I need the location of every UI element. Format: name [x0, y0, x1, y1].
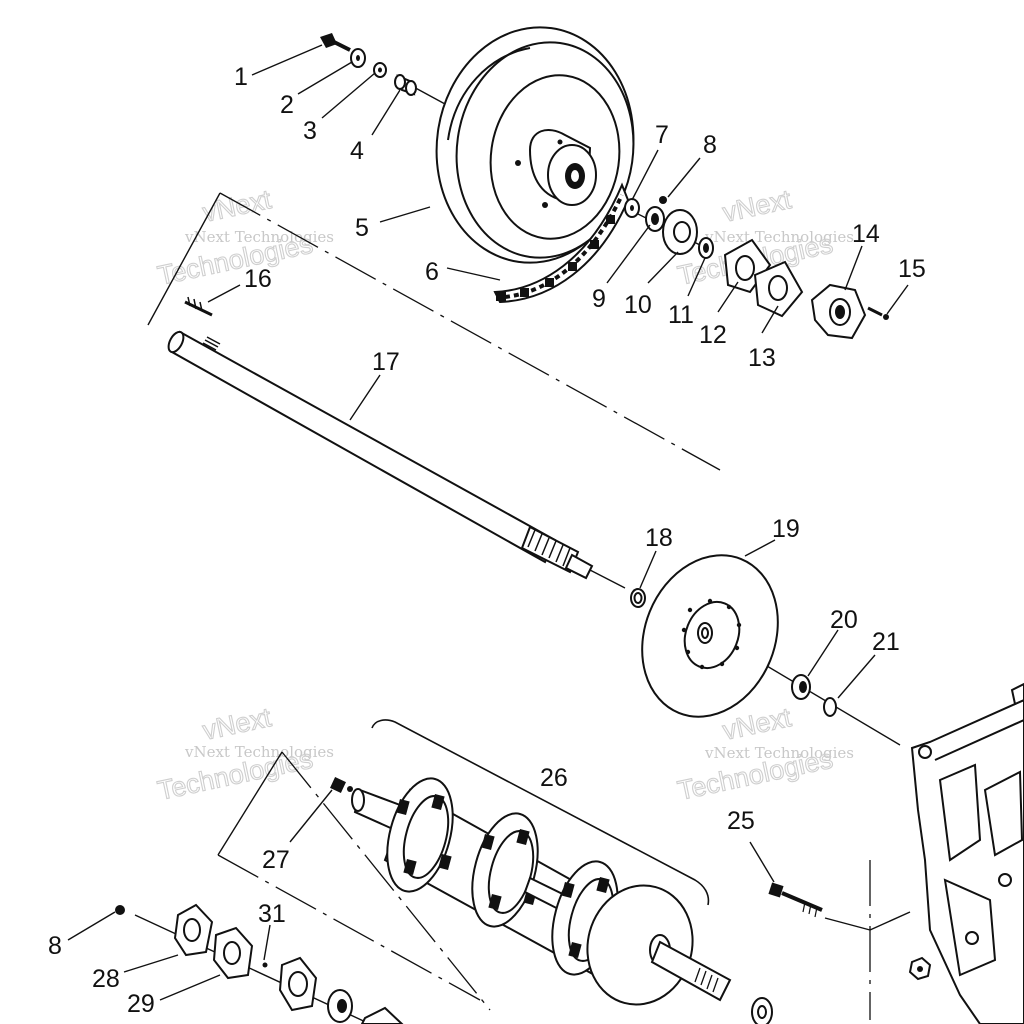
part-number-labels: 1 2 3 4 5 6 7 8 9 10 11 12 13 14 15 16 1…	[48, 63, 926, 1018]
part-screw-27	[330, 777, 353, 793]
part-cam-hub	[810, 283, 867, 340]
label-19: 19	[772, 515, 800, 543]
label-12: 12	[699, 321, 727, 349]
part-washer	[350, 48, 366, 68]
part-pulley	[435, 26, 635, 264]
part-nut-bottom	[115, 905, 125, 915]
label-18: 18	[645, 524, 673, 552]
svg-text:vNext Technologies: vNext Technologies	[704, 228, 854, 246]
part-lock-washer	[373, 62, 387, 78]
svg-text:vNext: vNext	[200, 702, 274, 746]
part-nut	[659, 196, 667, 204]
label-4: 4	[350, 137, 364, 165]
label-31: 31	[258, 900, 286, 928]
part-bearing	[645, 206, 665, 232]
part-brake-disc	[641, 554, 779, 718]
leader-lines	[67, 44, 909, 1001]
watermark-bottom-right: vNext vNext Technologies Technologies	[674, 702, 854, 807]
label-21: 21	[872, 628, 900, 656]
label-10: 10	[624, 291, 652, 319]
part-screw	[867, 306, 889, 320]
label-11: 11	[668, 301, 694, 329]
part-spacer	[394, 74, 417, 96]
part-bolt	[320, 33, 351, 52]
label-29: 29	[127, 990, 155, 1018]
part-chaincase	[910, 682, 1024, 1024]
part-o-ring-21	[823, 697, 837, 717]
part-flange-bottom	[360, 1006, 404, 1024]
part-bearing-bottom	[327, 989, 353, 1023]
part-flange-plate	[662, 209, 698, 255]
label-13: 13	[748, 344, 776, 372]
part-flange-28	[173, 903, 214, 957]
label-28: 28	[92, 965, 120, 993]
part-nut-chaincase	[908, 956, 932, 981]
part-flange-31	[278, 956, 318, 1012]
label-2: 2	[280, 91, 294, 119]
svg-text:vNext Technologies: vNext Technologies	[184, 743, 334, 761]
label-26: 26	[540, 764, 568, 792]
svg-text:vNext: vNext	[720, 702, 794, 746]
label-5: 5	[355, 214, 369, 242]
label-7: 7	[655, 121, 669, 149]
label-8: 8	[703, 131, 717, 159]
part-bushing	[698, 237, 714, 259]
part-flange-29	[212, 926, 254, 980]
label-3: 3	[303, 117, 317, 145]
svg-text:vNext: vNext	[200, 184, 274, 228]
centerlines	[134, 84, 911, 1024]
watermark-bottom-left: vNext vNext Technologies Technologies	[154, 702, 334, 807]
svg-text:vNext Technologies: vNext Technologies	[184, 228, 334, 246]
label-27: 27	[262, 846, 290, 874]
part-pin	[184, 296, 213, 317]
label-9: 9	[592, 285, 606, 313]
label-1: 1	[234, 63, 248, 91]
label-20: 20	[830, 606, 858, 634]
label-14: 14	[852, 220, 880, 248]
label-8-bottom: 8	[48, 932, 62, 960]
part-bearing-20	[791, 674, 811, 700]
label-16: 16	[244, 265, 272, 293]
part-pin-31	[262, 962, 268, 968]
part-o-ring	[630, 588, 646, 608]
svg-text:vNext: vNext	[720, 184, 794, 228]
part-bearing-housing	[753, 260, 804, 318]
label-6: 6	[425, 258, 439, 286]
part-bolt-25	[768, 882, 823, 918]
label-15: 15	[898, 255, 926, 283]
label-25: 25	[727, 807, 755, 835]
svg-text:vNext Technologies: vNext Technologies	[704, 744, 854, 762]
part-sprocket-assembly	[351, 719, 732, 1006]
part-washer-bottom	[751, 997, 773, 1024]
label-17: 17	[372, 348, 400, 376]
part-shaft	[167, 330, 594, 580]
part-washer-7	[624, 198, 640, 218]
